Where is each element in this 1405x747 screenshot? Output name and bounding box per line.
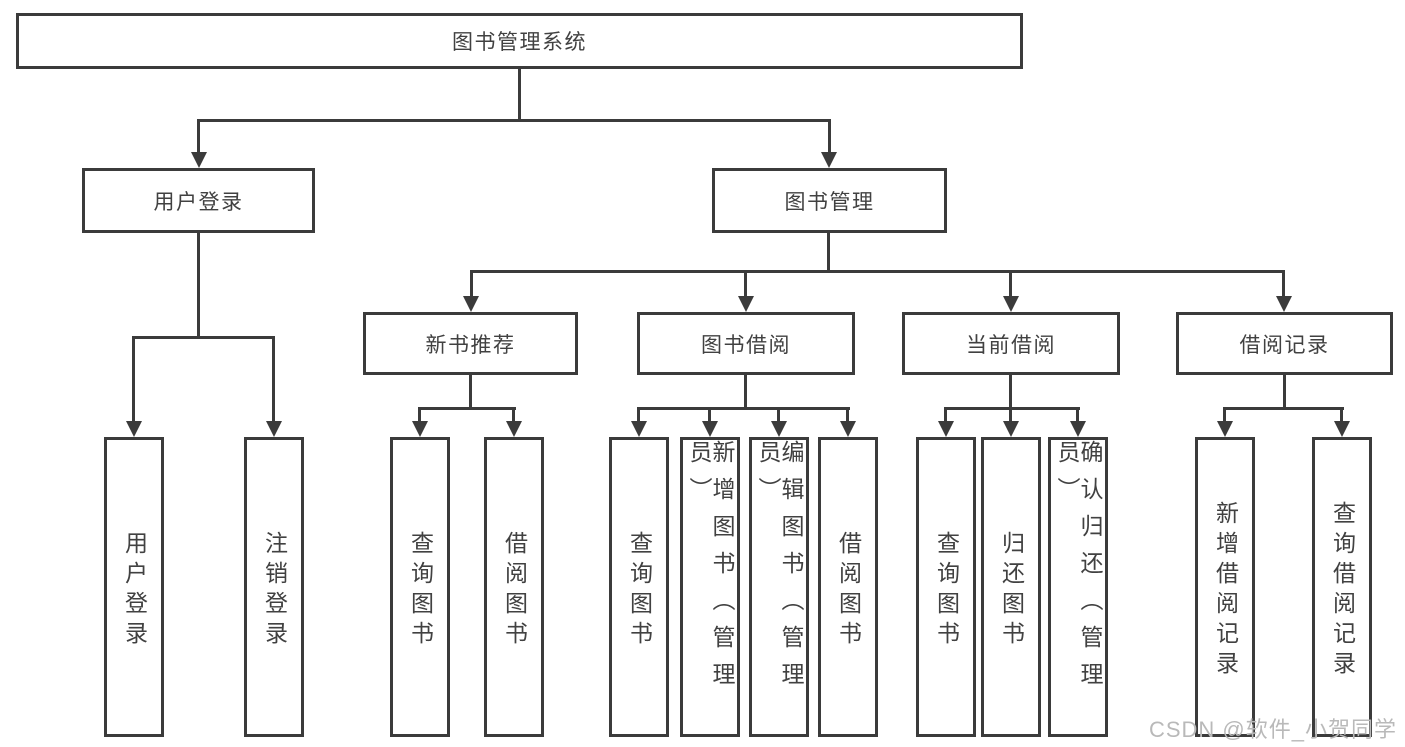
edge-currentborrow-riser <box>1009 375 1012 409</box>
edge-newbooks-riser <box>469 375 472 409</box>
leaf-current-query: 查询图书 <box>916 437 976 737</box>
leaf-borrow-edit-admin: 编辑图书（管理员） <box>749 437 809 737</box>
arrowhead-icon <box>702 421 718 437</box>
watermark: CSDN @软件_小贺同学 <box>1148 717 1397 742</box>
leaf-label: 确认归还（管理员） <box>1054 440 1103 699</box>
arrowhead-icon <box>126 421 142 437</box>
edge-userlogin-hbar <box>132 336 275 339</box>
arrowhead-icon <box>738 296 754 312</box>
edge-bookmgmt-stem <box>828 119 831 154</box>
edge-bookmgmt-riser <box>827 233 830 272</box>
node-user-login: 用户登录 <box>82 168 315 233</box>
arrowhead-icon <box>1276 296 1292 312</box>
leaf-label: 归还图书 <box>998 530 1025 651</box>
arrowhead-icon <box>1003 421 1019 437</box>
node-new-book-recommend: 新书推荐 <box>363 312 578 375</box>
leaf-current-return: 归还图书 <box>981 437 1041 737</box>
edge-stem <box>512 407 515 423</box>
node-book-management: 图书管理 <box>712 168 947 233</box>
node-current-borrow: 当前借阅 <box>902 312 1120 375</box>
leaf-borrow-borrow: 借阅图书 <box>818 437 878 737</box>
edge-records-hbar <box>1223 407 1344 410</box>
arrowhead-icon <box>1003 296 1019 312</box>
arrowhead-icon <box>771 421 787 437</box>
edge-level3-hbar <box>470 270 1284 273</box>
leaf-borrow-add-admin: 新增图书（管理员） <box>680 437 740 737</box>
edge-stem <box>272 336 275 423</box>
edge-stem <box>744 270 747 298</box>
leaf-logout: 注销登录 <box>244 437 304 737</box>
leaf-label: 编辑图书（管理员） <box>755 440 804 699</box>
leaf-records-query: 查询借阅记录 <box>1312 437 1372 737</box>
leaf-label: 查询图书 <box>626 530 653 651</box>
edge-stem <box>418 407 421 423</box>
edge-stem <box>1076 407 1079 423</box>
leaf-label: 查询图书 <box>407 530 434 651</box>
edge-stem <box>132 336 135 423</box>
edge-stem <box>1009 407 1012 423</box>
edge-userlogin-riser <box>197 232 200 338</box>
arrowhead-icon <box>266 421 282 437</box>
edge-stem <box>777 407 780 423</box>
edge-stem <box>846 407 849 423</box>
edge-root-riser <box>518 68 521 121</box>
edge-root-hbar <box>197 119 830 122</box>
edge-stem <box>1223 407 1226 423</box>
arrowhead-icon <box>821 152 837 168</box>
arrowhead-icon <box>412 421 428 437</box>
arrowhead-icon <box>1334 421 1350 437</box>
arrowhead-icon <box>938 421 954 437</box>
arrowhead-icon <box>463 296 479 312</box>
edge-stem <box>1009 270 1012 298</box>
leaf-label: 新增借阅记录 <box>1212 500 1239 681</box>
edge-records-riser <box>1283 375 1286 409</box>
leaf-label: 注销登录 <box>261 530 288 651</box>
edge-currentborrow-hbar <box>944 407 1080 410</box>
node-book-borrow: 图书借阅 <box>637 312 855 375</box>
leaf-label: 查询借阅记录 <box>1329 500 1356 681</box>
node-borrow-records: 借阅记录 <box>1176 312 1393 375</box>
arrowhead-icon <box>1070 421 1086 437</box>
leaf-current-confirm-admin: 确认归还（管理员） <box>1048 437 1108 737</box>
edge-stem <box>708 407 711 423</box>
arrowhead-icon <box>1217 421 1233 437</box>
leaf-newbooks-query: 查询图书 <box>390 437 450 737</box>
edge-newbooks-hbar <box>418 407 516 410</box>
edge-stem <box>1282 270 1285 298</box>
leaf-label: 借阅图书 <box>501 530 528 651</box>
edge-stem <box>944 407 947 423</box>
edge-bookborrow-riser <box>744 375 747 409</box>
arrowhead-icon <box>840 421 856 437</box>
arrowhead-icon <box>506 421 522 437</box>
edge-userlogin-stem <box>197 119 200 154</box>
leaf-records-add: 新增借阅记录 <box>1195 437 1255 737</box>
leaf-user-login: 用户登录 <box>104 437 164 737</box>
leaf-label: 新增图书（管理员） <box>686 440 735 699</box>
leaf-borrow-query: 查询图书 <box>609 437 669 737</box>
edge-bookborrow-hbar <box>637 407 850 410</box>
leaf-label: 查询图书 <box>933 530 960 651</box>
edge-stem <box>637 407 640 423</box>
leaf-newbooks-borrow: 借阅图书 <box>484 437 544 737</box>
leaf-label: 用户登录 <box>121 530 148 651</box>
arrowhead-icon <box>191 152 207 168</box>
edge-stem <box>470 270 473 298</box>
edge-stem <box>1340 407 1343 423</box>
leaf-label: 借阅图书 <box>835 530 862 651</box>
node-root: 图书管理系统 <box>16 13 1023 69</box>
arrowhead-icon <box>631 421 647 437</box>
